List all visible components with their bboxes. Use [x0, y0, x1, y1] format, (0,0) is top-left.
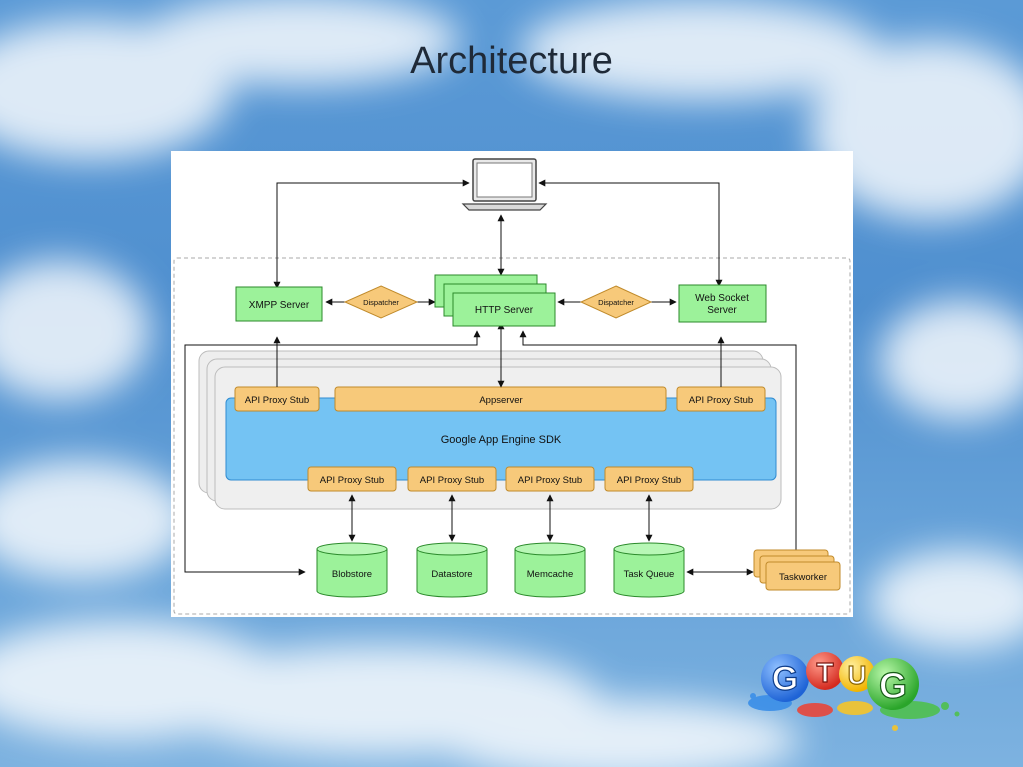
- appserver-label: Appserver: [479, 395, 522, 406]
- api-proxy-stub-top-right: API Proxy Stub: [689, 395, 753, 406]
- api-proxy-stub-datastore: API Proxy Stub: [420, 475, 484, 486]
- taskworker-label: Taskworker: [779, 572, 827, 583]
- api-proxy-stub-blobstore: API Proxy Stub: [320, 475, 384, 486]
- api-proxy-stub-taskqueue: API Proxy Stub: [617, 475, 681, 486]
- slide-title: Architecture: [410, 40, 613, 82]
- task-queue-label: Task Queue: [624, 569, 675, 580]
- dispatcher-left: [343, 285, 419, 319]
- memcache-label: Memcache: [527, 569, 573, 580]
- memcache-cylinder: [514, 542, 586, 598]
- deployment-boundary: [173, 257, 851, 615]
- logo-letter-u: U: [848, 660, 867, 690]
- websocket-server-box: [678, 284, 767, 323]
- blobstore-label: Blobstore: [332, 569, 372, 580]
- sdk-label: Google App Engine SDK: [441, 434, 562, 446]
- dispatcher-right: [579, 285, 653, 319]
- blobstore-cylinder: [316, 542, 388, 598]
- connector-laptop-websocket: [538, 179, 723, 287]
- xmpp-server-box: [235, 286, 323, 322]
- datastore-label: Datastore: [431, 569, 472, 580]
- datastore-cylinder: [416, 542, 488, 598]
- task-queue-cylinder: [613, 542, 685, 598]
- architecture-diagram: Google App Engine SDK API Proxy Stub App…: [171, 151, 853, 617]
- paint-splash: [748, 693, 960, 731]
- connector-laptop-xmpp: [273, 179, 470, 289]
- laptop-icon: [461, 158, 548, 211]
- http-server-label: HTTP Server: [475, 305, 534, 316]
- dispatcher-right-label: Dispatcher: [598, 298, 634, 307]
- dispatcher-left-label: Dispatcher: [363, 298, 399, 307]
- gtug-logo: G T U G: [748, 652, 960, 731]
- logo-letter-g1: G: [772, 660, 798, 698]
- websocket-server-label-line1: Web Socket: [695, 293, 749, 304]
- logo-letter-g2: G: [879, 665, 907, 706]
- api-proxy-stub-top-left: API Proxy Stub: [245, 395, 309, 406]
- api-proxy-stub-memcache: API Proxy Stub: [518, 475, 582, 486]
- connector-blobstore-http: [184, 330, 481, 576]
- taskworker-box: [765, 561, 841, 591]
- websocket-server-label-line2: Server: [707, 305, 737, 316]
- connector-taskworker-http: [519, 330, 797, 551]
- logo-letter-t: T: [816, 657, 833, 688]
- xmpp-server-label: XMPP Server: [249, 300, 310, 311]
- http-server-box: [452, 292, 556, 327]
